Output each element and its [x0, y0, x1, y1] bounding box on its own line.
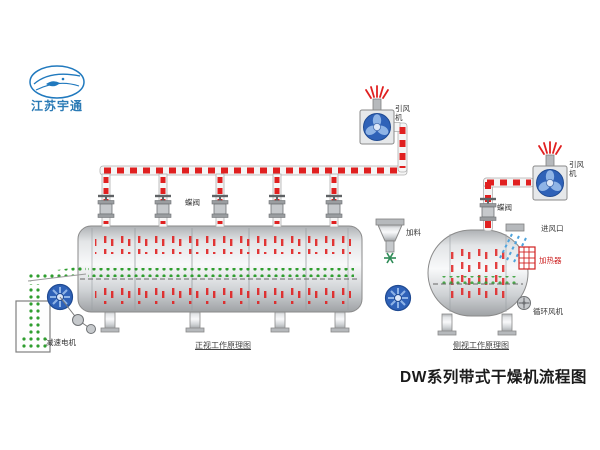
- butterfly-valve-icon: [478, 197, 498, 222]
- dryer-drum-front: [77, 225, 363, 313]
- material-on-belt: [88, 268, 354, 277]
- valve-assembly: [153, 173, 173, 228]
- butterfly-valve-icon: [267, 194, 287, 219]
- discharge-conveyor: [15, 266, 87, 353]
- front-view-assembly: [15, 85, 412, 353]
- induced-draft-fan-icon: [532, 141, 568, 201]
- heater-label: 加热器: [539, 256, 562, 265]
- machine-leg: [185, 310, 205, 333]
- machine-leg: [330, 310, 350, 333]
- induced-draft-fan-icon: [359, 85, 395, 145]
- valve-label-front: 蝶阀: [185, 198, 200, 207]
- feed-label: 加料: [406, 228, 421, 237]
- machine-leg: [437, 313, 457, 336]
- belt-drum-icon: [384, 284, 412, 312]
- machine-leg: [270, 310, 290, 333]
- valve-assembly: [96, 173, 116, 228]
- front-view-caption: 正视工作原理图: [195, 341, 251, 350]
- dryer-drum-side: [427, 223, 529, 317]
- heat-marks-side: [447, 246, 505, 298]
- valve-label-side: 蝶阀: [497, 203, 512, 212]
- motor-label: 减速电机: [46, 338, 76, 347]
- air-inlet-label: 进风口: [541, 224, 564, 233]
- company-name: 江苏宇通: [30, 99, 83, 113]
- heat-marks-bottom: [95, 285, 351, 304]
- butterfly-valve-icon: [210, 194, 230, 219]
- material-pile: [19, 335, 47, 349]
- valve-assembly: [324, 173, 344, 228]
- side-view-assembly: [427, 141, 568, 336]
- valve-drops: [96, 173, 344, 228]
- butterfly-valve-icon: [96, 194, 116, 219]
- feed-hopper: [375, 218, 405, 264]
- page-title: DW系列带式干燥机流程图: [400, 369, 587, 386]
- side-view-caption: 侧视工作原理图: [453, 341, 509, 350]
- circulation-fan-label: 循环风机: [533, 307, 563, 316]
- valve-assembly: [210, 173, 230, 228]
- valve-assembly: [267, 173, 287, 228]
- heater-icon: [518, 246, 536, 270]
- machine-leg: [497, 313, 517, 336]
- company-logo: [29, 65, 85, 99]
- material-on-belt-side: [440, 276, 516, 284]
- air-inlet-port: [505, 223, 525, 232]
- exhaust-duct-side: [478, 177, 534, 232]
- butterfly-valve-icon: [324, 194, 344, 219]
- falling-material: [27, 284, 40, 334]
- heat-marks-top: [95, 233, 351, 254]
- gear-motor-icon: [59, 296, 96, 334]
- fan-label-side: 引风机: [569, 160, 584, 178]
- exhaust-duct-front: [99, 122, 408, 176]
- rotary-valve-icon: [384, 252, 396, 264]
- machine-leg: [100, 310, 120, 333]
- fan-label-front: 引风机: [395, 104, 410, 122]
- circulation-fan-icon: [517, 296, 531, 310]
- butterfly-valve-icon: [153, 194, 173, 219]
